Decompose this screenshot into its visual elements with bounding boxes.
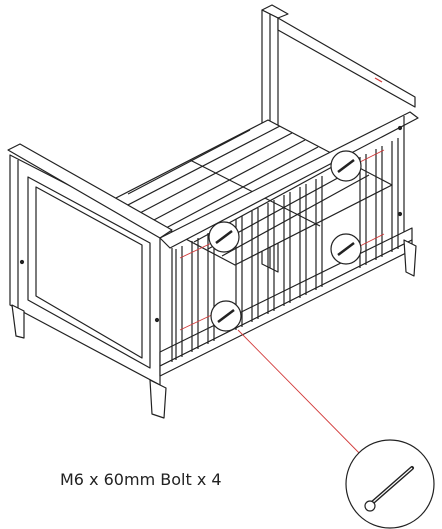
bolt-icon xyxy=(345,439,435,529)
bolt-hole-bottom-right xyxy=(330,233,362,265)
bolt-hole-bottom-left xyxy=(210,300,242,332)
front-end-panel xyxy=(7,143,173,419)
bolt-caption: M6 x 60mm Bolt x 4 xyxy=(60,470,222,489)
bolt-hole-top-left xyxy=(208,221,240,253)
leader-line xyxy=(237,329,367,461)
bolt-hole-top-right xyxy=(330,150,362,182)
